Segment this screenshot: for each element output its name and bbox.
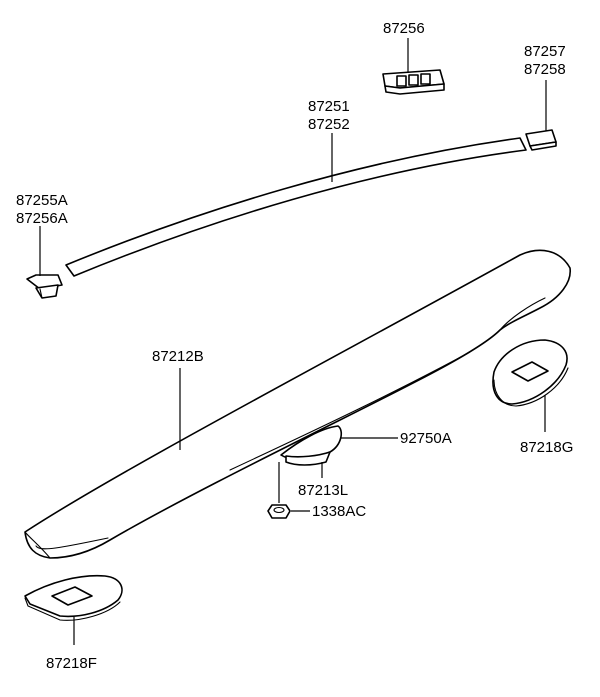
part-87256-clip <box>382 69 445 95</box>
label-87256A: 87256A <box>16 210 68 227</box>
label-87218F: 87218F <box>46 655 97 672</box>
label-87213L: 87213L <box>298 482 348 499</box>
part-92750A-lamp <box>280 425 343 466</box>
part-87218G-pad <box>492 339 569 407</box>
label-87257: 87257 <box>524 43 566 60</box>
part-87257-end-cap <box>525 129 557 151</box>
label-87258: 87258 <box>524 61 566 78</box>
label-87256: 87256 <box>383 20 425 37</box>
part-87212B-spoiler <box>24 249 571 559</box>
label-87252: 87252 <box>308 116 350 133</box>
part-87218F-pad <box>24 574 123 621</box>
part-1338AC-nut <box>267 504 291 519</box>
part-87251-molding <box>65 137 527 277</box>
label-87212B: 87212B <box>152 348 204 365</box>
part-87255A-end-cap <box>26 274 63 299</box>
label-1338AC: 1338AC <box>312 503 366 520</box>
label-92750A: 92750A <box>400 430 452 447</box>
label-87255A: 87255A <box>16 192 68 209</box>
label-87251: 87251 <box>308 98 350 115</box>
label-87218G: 87218G <box>520 439 573 456</box>
